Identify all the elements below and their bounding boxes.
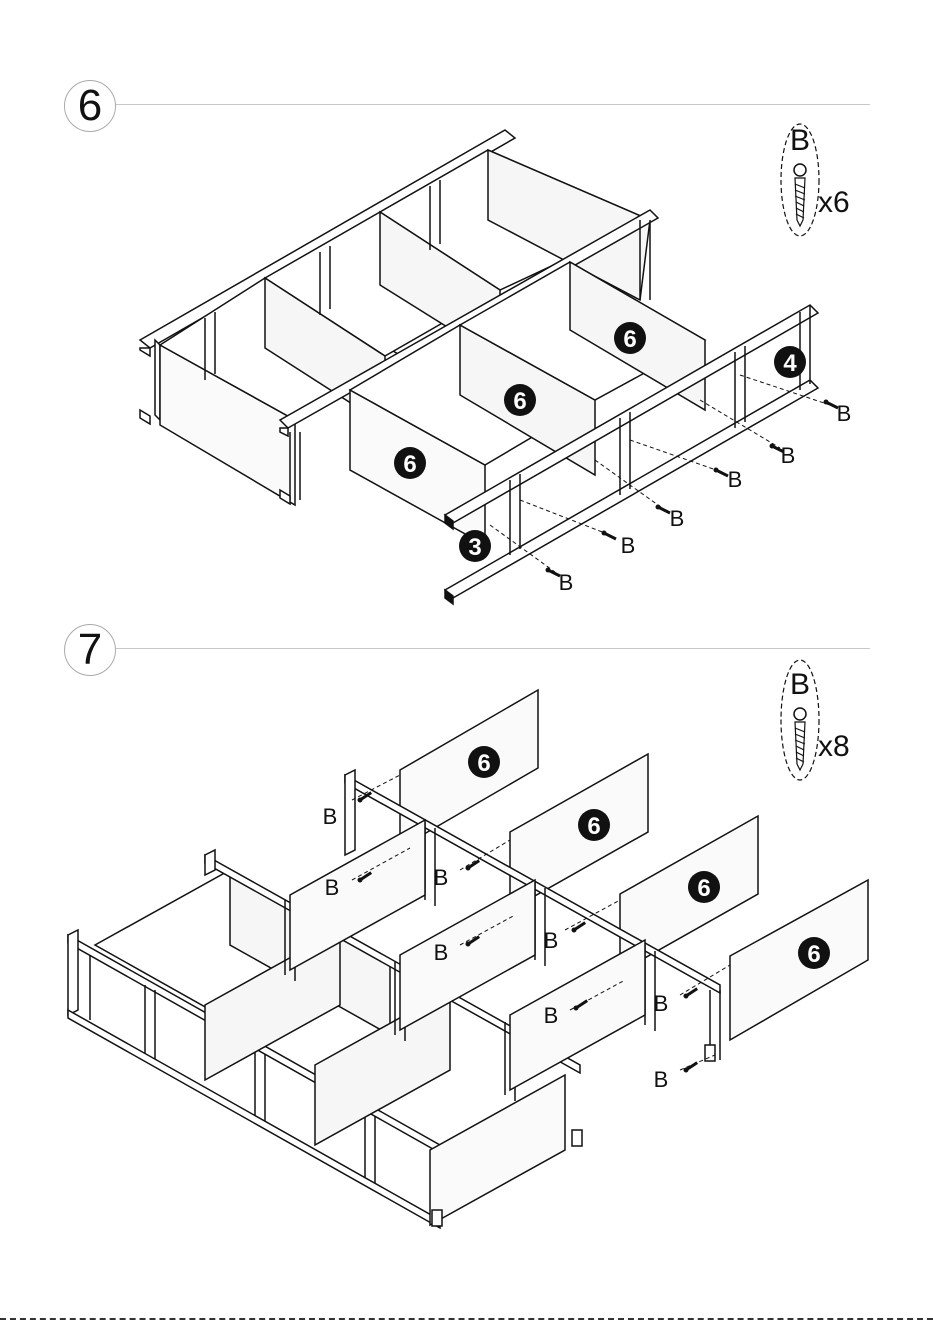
part-badge: 6 xyxy=(623,326,636,353)
screw-icon xyxy=(465,856,480,873)
page-bottom-rule xyxy=(0,1318,933,1320)
part-badge: 6 xyxy=(513,388,526,415)
screw-label: B xyxy=(837,401,852,426)
screw-icon xyxy=(794,164,806,226)
screw-icon xyxy=(602,531,617,540)
part-badge: 4 xyxy=(783,350,797,377)
hardware-quantity: x8 xyxy=(818,730,850,763)
part-badge: 6 xyxy=(477,750,490,777)
screw-icon xyxy=(714,468,729,477)
screw-label: B xyxy=(781,443,796,468)
step-6-hardware-callout: B x6 xyxy=(781,124,850,236)
hardware-letter: B xyxy=(790,668,810,701)
screw-icon xyxy=(794,708,806,770)
screw-label: B xyxy=(654,1067,669,1092)
screw-label: B xyxy=(323,804,338,829)
screw-label: B xyxy=(559,570,574,595)
step-7-illustration xyxy=(68,690,868,1228)
part-badge: 3 xyxy=(468,534,481,561)
screw-icon xyxy=(656,505,671,514)
step-7-hardware-callout: B x8 xyxy=(781,660,850,780)
screw-label: B xyxy=(670,506,685,531)
part-badge: 6 xyxy=(587,813,600,840)
screw-label: B xyxy=(434,865,449,890)
screw-icon xyxy=(683,984,698,1001)
screw-label: B xyxy=(728,467,743,492)
part-badge: 6 xyxy=(697,875,710,902)
screw-label: B xyxy=(654,991,669,1016)
screw-icon xyxy=(683,1058,698,1075)
screw-label: B xyxy=(621,533,636,558)
screw-label: B xyxy=(325,875,340,900)
screw-label: B xyxy=(544,1003,559,1028)
part-badge: 6 xyxy=(807,941,820,968)
screw-label: B xyxy=(434,940,449,965)
screw-icon xyxy=(571,918,586,935)
part-badge: 6 xyxy=(403,451,416,478)
hardware-letter: B xyxy=(790,124,810,157)
hardware-quantity: x6 xyxy=(818,186,850,219)
screw-label: B xyxy=(544,928,559,953)
